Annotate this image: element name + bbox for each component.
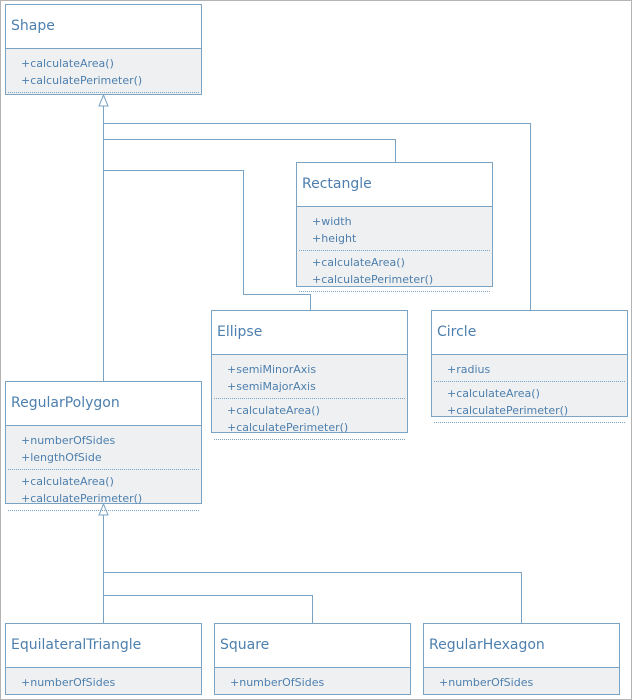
ellipse-to-shape-connector: [103, 170, 311, 310]
operation-row: +calculateArea(): [312, 256, 405, 269]
attribute-row: +radius: [447, 363, 491, 376]
class-name: Circle: [432, 311, 627, 354]
attribute-row: +width: [312, 215, 352, 228]
class-regular-polygon[interactable]: RegularPolygon +numberOfSides +lengthOfSi…: [5, 381, 202, 511]
attribute-row: +height: [312, 232, 357, 245]
class-name: Rectangle: [297, 163, 492, 206]
class-square[interactable]: Square +numberOfSides: [214, 623, 411, 695]
attribute-row: +numberOfSides: [230, 676, 325, 689]
compartment-separator: [434, 422, 625, 423]
operation-row: +calculateArea(): [21, 475, 114, 488]
class-rectangle[interactable]: Rectangle +width+height+calculateArea()+…: [296, 162, 493, 292]
operation-row: +calculatePerimeter(): [312, 273, 434, 286]
class-members: +numberOfSides: [6, 667, 201, 695]
class-members: +numberOfSides: [424, 667, 619, 695]
class-equilateral-triangle[interactable]: EquilateralTriangle +numberOfSides: [5, 623, 202, 695]
compartment-separator: [217, 694, 408, 695]
attribute-row: +numberOfSides: [439, 676, 534, 689]
class-name: Shape: [6, 5, 201, 48]
compartment-separator: [214, 398, 405, 399]
attribute-row: +semiMajorAxis: [227, 380, 316, 393]
class-name: Ellipse: [212, 311, 407, 354]
compartment-separator: [426, 694, 617, 695]
attribute-row: +semiMinorAxis: [227, 363, 317, 376]
class-members: +numberOfSides: [215, 667, 410, 695]
class-ellipse[interactable]: Ellipse +semiMinorAxis +semiMajorAxis +cal…: [211, 310, 408, 440]
regular-polygon-generalization-arrowhead: [98, 502, 109, 516]
class-regular-hexagon[interactable]: RegularHexagon +numberOfSides: [423, 623, 620, 695]
class-name: RegularPolygon: [6, 382, 201, 425]
class-members: +radius +calculateArea() +calculatePerimet…: [432, 354, 627, 423]
operation-row: +calculateArea(): [447, 387, 540, 400]
operation-row: +calculatePerimeter(): [21, 492, 143, 505]
rectangle-to-shape-connector: [103, 139, 396, 162]
class-name: RegularHexagon: [424, 624, 619, 667]
class-members: +width +height +calculateArea() +calculateP…: [297, 206, 492, 292]
attribute-row: +numberOfSides: [21, 676, 116, 689]
circle-to-shape-connector: [103, 123, 531, 310]
class-name: Square: [215, 624, 410, 667]
class-members: +semiMinorAxis +semiMajorAxis +calculateAr…: [212, 354, 407, 440]
compartment-separator: [8, 510, 199, 511]
class-circle[interactable]: Circle +radius +calculateArea() +calculate…: [431, 310, 628, 423]
compartment-separator: [299, 250, 490, 251]
attribute-row: +lengthOfSide: [21, 451, 102, 464]
operation-row: +calculatePerimeter(): [227, 421, 349, 434]
class-shape[interactable]: Shape +calculateArea() +calculatePerimete…: [5, 4, 202, 95]
operation-row: +calculatePerimeter(): [447, 404, 569, 417]
compartment-separator: [8, 469, 199, 470]
compartment-separator: [8, 694, 199, 695]
operation-row: +calculateArea(): [21, 57, 114, 70]
square-to-regular-polygon-connector: [103, 595, 313, 623]
operation-row: +calculatePerimeter(): [21, 74, 143, 87]
compartment-separator: [214, 439, 405, 440]
attribute-row: +numberOfSides: [21, 434, 116, 447]
regular-hexagon-to-regular-polygon-connector: [103, 572, 522, 623]
compartment-separator: [8, 92, 199, 93]
class-members: +numberOfSides +lengthOfSide +calculateAre…: [6, 425, 201, 511]
class-members: +calculateArea() +calculatePerimeter(): [6, 48, 201, 94]
compartment-separator: [299, 291, 490, 292]
compartment-separator: [434, 381, 625, 382]
shape-generalization-arrowhead: [98, 93, 109, 107]
operation-row: +calculateArea(): [227, 404, 320, 417]
class-name: EquilateralTriangle: [6, 624, 201, 667]
